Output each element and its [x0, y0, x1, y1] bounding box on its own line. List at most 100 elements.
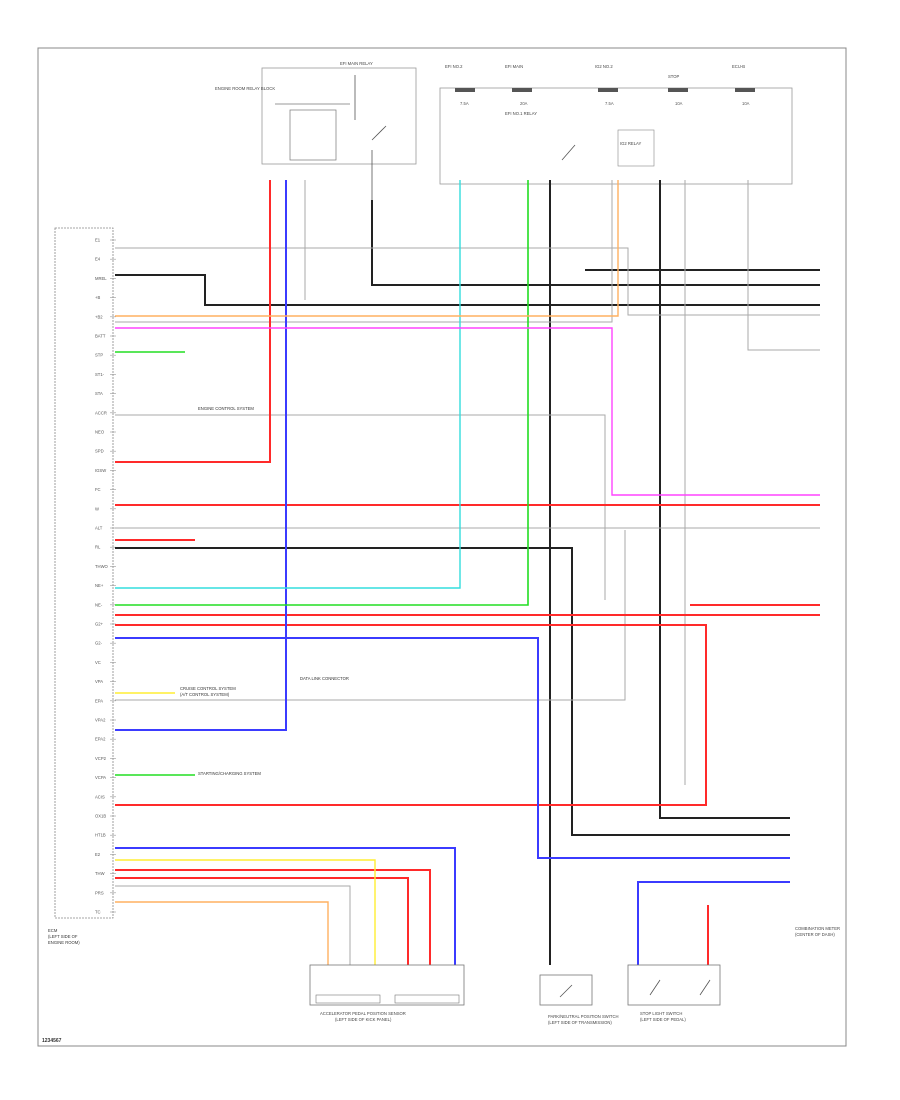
magenta-wires [115, 327, 820, 496]
orange-wires [115, 180, 619, 965]
component-label: ACCELERATOR PEDAL POSITION SENSOR [320, 1011, 406, 1016]
ecm-pin-label: G2- [95, 641, 103, 646]
ecm-pin-label: ALT [95, 526, 103, 531]
wire-green [115, 180, 529, 606]
ecm-pin-label: +B2 [95, 314, 103, 319]
relay-label: ENGINE ROOM RELAY BLOCK [215, 86, 275, 91]
red-wires [115, 180, 820, 965]
wire-orange [115, 901, 329, 965]
ecm-pin-label: VCP2 [95, 756, 107, 761]
fuse-rating: 7.5A [460, 101, 469, 106]
efi-main-relay-box: EFI MAIN RELAY ENGINE ROOM RELAY BLOCK [215, 61, 417, 200]
ecm-pin-label: MREL [95, 276, 107, 281]
note-text: ENGINE CONTROL SYSTEM [198, 406, 254, 411]
wire-yellow [115, 859, 376, 965]
fuse-label: STOP [668, 74, 680, 79]
ecm-caption: ECM [48, 928, 58, 933]
green-wires [115, 180, 529, 776]
fuse-rating: 10A [675, 101, 683, 106]
wire-black [659, 180, 790, 819]
component-label: (LEFT SIDE OF TRANSMISSION) [548, 1020, 612, 1025]
fuse-rating: 7.5A [605, 101, 614, 106]
ecm-pin-label: STP [95, 353, 103, 358]
wire-black [115, 274, 820, 306]
relay-label: IG2 RELAY [620, 141, 642, 146]
note-text: STARTING/CHARGING SYSTEM [198, 771, 261, 776]
ecm-pin-label: TC [95, 910, 101, 915]
wire-black [115, 547, 790, 836]
ecm-pin-label: SPD [95, 449, 104, 454]
park-neutral-switch: PARK/NEUTRAL POSITION SWITCH (LEFT SIDE … [539, 974, 619, 1025]
ecm-pin-label: EPA2 [95, 737, 106, 742]
ecm-pin-label: BATT [95, 334, 106, 339]
wire-red [115, 869, 431, 965]
ecm-pin-label: THWO [95, 564, 109, 569]
relay-label: EFI MAIN RELAY [340, 61, 373, 66]
diagram-frame [37, 47, 847, 1047]
wire-orange [115, 180, 619, 317]
ecm-pin-label: HT1B [95, 833, 106, 838]
black-wires [115, 180, 820, 965]
ecm-pin-label: NE+ [95, 583, 104, 588]
wire-blue [115, 637, 790, 859]
ecm-caption: ENGINE ROOM) [48, 940, 80, 945]
ecm-pin-label: FC [95, 487, 101, 492]
wire-blue [115, 180, 287, 731]
component-label: STOP LIGHT SWITCH [640, 1011, 682, 1016]
ecm-pin-label: EPA [95, 698, 103, 703]
note-text: DATA LINK CONNECTOR [300, 676, 349, 681]
component-label: (LEFT SIDE OF KICK PANEL) [335, 1017, 392, 1022]
fuse-label: IG2 NO.2 [595, 64, 613, 69]
ecm-pin-label: STA [95, 391, 103, 396]
component-label: (LEFT SIDE OF PEDAL) [640, 1017, 686, 1022]
wire-red [115, 624, 707, 806]
wire-gray [747, 180, 820, 351]
note-text: CRUISE CONTROL SYSTEM [180, 686, 236, 691]
yellow-wires [115, 692, 376, 965]
ecm-pin-label: IGSW [95, 468, 106, 473]
ecm-pin-label: G2+ [95, 622, 104, 627]
wire-gray [115, 180, 613, 323]
wire-red [115, 877, 409, 965]
ecm-pin-label: VPA [95, 679, 103, 684]
ecm-pin-label: E1 [95, 238, 101, 243]
ecm-pin-label: VPA2 [95, 718, 106, 723]
wire-cyan [115, 180, 461, 589]
fuse-label: EFI MAIN [505, 64, 523, 69]
wire-gray [115, 247, 820, 316]
engine-room-fuse-block: EFI NO.2 EFI MAIN IG2 NO.2 STOP ECU-B 7.… [439, 64, 793, 185]
system-notes: ENGINE CONTROL SYSTEM CRUISE CONTROL SYS… [180, 406, 349, 776]
ecm-pin-label: PRS [95, 890, 104, 895]
combination-meter: COMBINATION METER (CENTER OF DASH) [795, 926, 840, 937]
ecm-pin-label: E4 [95, 257, 101, 262]
fuse-label: ECU-B [732, 64, 745, 69]
component-label: PARK/NEUTRAL POSITION SWITCH [548, 1014, 619, 1019]
ecm-pin-label: RL [95, 545, 101, 550]
ecm-pin-label: THW [95, 871, 105, 876]
ecm-pin-label: E2 [95, 852, 101, 857]
wire-gray [115, 414, 606, 600]
ecm-pin-label: W [95, 506, 99, 511]
ecm-pin-label: ACCR [95, 410, 107, 415]
fuse-label: EFI NO.2 [445, 64, 463, 69]
note-text: (A/T CONTROL SYSTEM) [180, 692, 230, 697]
wire-gray [115, 885, 351, 965]
ecm-pin-label: OX1B [95, 814, 106, 819]
ecm-pin-label: NEO [95, 430, 105, 435]
ecm-pin-label: VC [95, 660, 101, 665]
wire-red [115, 180, 271, 463]
wire-magenta [115, 327, 820, 496]
ecm-pin-label: +B [95, 295, 100, 300]
ecm-pin-label: VCPA [95, 775, 106, 780]
wire-blue [115, 847, 456, 965]
ecm-caption: (LEFT SIDE OF [48, 934, 78, 939]
accelerator-pedal-sensor: ACCELERATOR PEDAL POSITION SENSOR (LEFT … [309, 964, 465, 1022]
blue-wires [115, 180, 790, 965]
component-label: COMBINATION METER [795, 926, 840, 931]
wire-blue [637, 881, 790, 965]
ecm-pin-label: ST1- [95, 372, 105, 377]
stop-light-switch: STOP LIGHT SWITCH (LEFT SIDE OF PEDAL) [627, 964, 721, 1022]
